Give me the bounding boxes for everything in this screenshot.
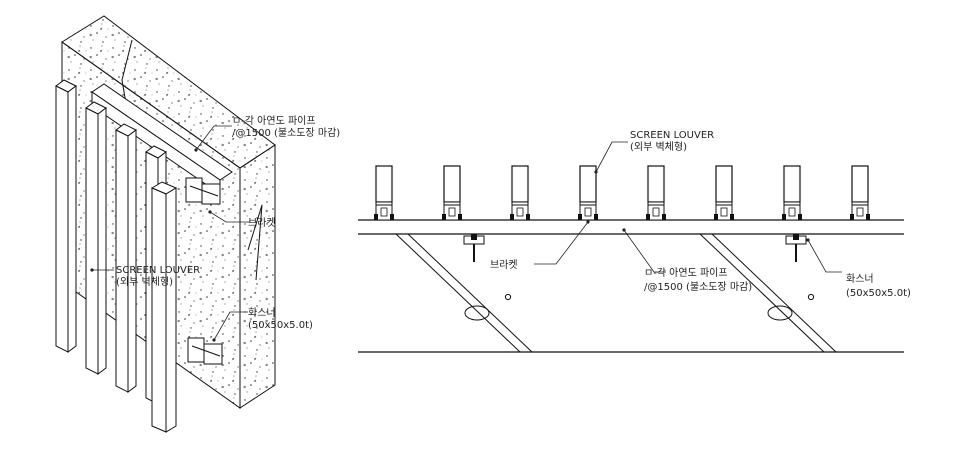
iso-bracket-callout: 브라켓 (208, 210, 276, 229)
louver-blade-iso-2 (85, 101, 107, 375)
wall-crack-line-2 (247, 204, 263, 281)
plan-view: SCREEN LOUVER (외부 벽체형) 브라켓 ㅁ-각 아연도 파이프 /… (358, 130, 911, 353)
plan-diagonal-left (395, 233, 533, 353)
iso-bracket-label: 브라켓 (248, 217, 276, 229)
plan-washer-callout: 화스너 (50x50x5.0t) (806, 238, 911, 299)
plan-louver-blade (510, 165, 530, 221)
plan-small-hole-1 (504, 293, 512, 301)
louver-blade-iso-1 (55, 79, 77, 353)
iso-washer-label-1: 화스너 (248, 307, 276, 319)
plan-bracket-label: 브라켓 (490, 259, 518, 271)
iso-louver-label-2: (외부 벽체형) (116, 276, 173, 288)
plan-louver-group (374, 165, 870, 221)
plan-fastener-1 (463, 234, 485, 262)
plan-louver-blade (714, 165, 734, 221)
plan-louver-label-2: (외부 벽체형) (630, 141, 687, 153)
plan-bracket-callout: 브라켓 (490, 220, 590, 271)
iso-pipe-label-1: ㅁ-각 아연도 파이프 (232, 115, 316, 127)
plan-pipe-label-1: ㅁ-각 아연도 파이프 (644, 267, 728, 279)
plan-washer-label-2: (50x50x5.0t) (846, 288, 911, 299)
plan-louver-callout: SCREEN LOUVER (외부 벽체형) (594, 130, 714, 174)
plan-anchor-hole-1 (464, 305, 490, 321)
plan-anchor-hole-2 (767, 305, 793, 321)
wall-side-face (239, 144, 276, 409)
louver-blade-iso-3 (115, 123, 137, 393)
plan-louver-blade (374, 165, 394, 221)
plan-louver-blade (442, 165, 462, 221)
bracket-iso-lower (187, 337, 223, 365)
plan-louver-blade (578, 165, 598, 221)
plan-louver-blade (782, 165, 802, 221)
plan-pipe-label-2: /@1500 (불소도장 마감) (644, 281, 752, 293)
iso-pipe-callout: ㅁ-각 아연도 파이프 /@1500 (불소도장 마감) (194, 115, 340, 152)
iso-pipe-label-2: /@1500 (불소도장 마감) (232, 127, 340, 139)
plan-louver-blade (850, 165, 870, 221)
bracket-iso-upper (185, 177, 221, 205)
iso-louver-callout: SCREEN LOUVER (외부 벽체형) (90, 265, 200, 288)
plan-diagonal-right (699, 233, 837, 353)
plan-small-hole-2 (807, 293, 815, 301)
plan-pipe-callout: ㅁ-각 아연도 파이프 /@1500 (불소도장 마감) (622, 228, 752, 293)
plan-washer-label-1: 화스너 (846, 273, 874, 285)
plan-louver-blade (646, 165, 666, 221)
plan-fastener-2 (785, 234, 807, 262)
plan-louver-label-1: SCREEN LOUVER (630, 130, 714, 141)
iso-washer-label-2: (50x50x5.0t) (248, 320, 313, 331)
square-pipe-iso (91, 83, 233, 195)
iso-louver-label-1: SCREEN LOUVER (116, 265, 200, 276)
louver-blade-iso-5 (150, 181, 178, 433)
isometric-view: ㅁ-각 아연도 파이프 /@1500 (불소도장 마감) 브라켓 SCREEN … (55, 15, 340, 433)
iso-washer-callout: 화스너 (50x50x5.0t) (212, 307, 313, 342)
